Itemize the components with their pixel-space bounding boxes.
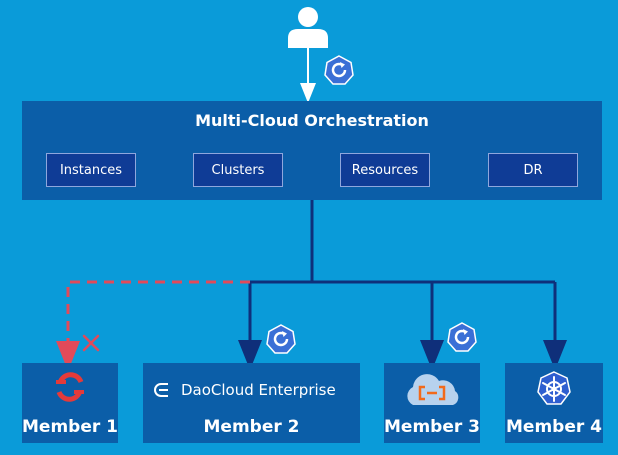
sync-icon-member-2 (266, 324, 296, 354)
user-icon (288, 7, 328, 48)
alibaba-cloud-icon (407, 374, 459, 405)
member-2-card[interactable]: DaoCloud Enterprise Member 2 (143, 363, 360, 443)
member-1-card[interactable]: Member 1 (22, 363, 118, 443)
sync-icon (324, 55, 354, 85)
member-1-label: Member 1 (22, 417, 118, 437)
daocloud-icon (154, 383, 168, 397)
orchestration-panel: Multi-Cloud Orchestration Instances Clus… (22, 101, 602, 200)
kubernetes-icon (537, 371, 571, 405)
disconnected-link (56, 280, 250, 371)
module-instances[interactable]: Instances (46, 153, 136, 187)
member-2-label: Member 2 (203, 417, 300, 437)
module-dr[interactable]: DR (488, 153, 578, 187)
member-4-label: Member 4 (506, 417, 602, 437)
sync-icon-member-3 (447, 322, 477, 352)
member-2-brand: DaoCloud Enterprise (181, 381, 336, 399)
member-4-card[interactable]: Member 4 (505, 363, 603, 443)
member-3-card[interactable]: Member 3 (384, 363, 480, 443)
orchestration-title: Multi-Cloud Orchestration (195, 111, 429, 130)
redhat-openshift-icon (56, 372, 84, 402)
module-clusters[interactable]: Clusters (193, 153, 283, 187)
member-3-label: Member 3 (384, 417, 480, 437)
disconnected-x-icon (82, 334, 100, 352)
module-resources[interactable]: Resources (340, 153, 430, 187)
